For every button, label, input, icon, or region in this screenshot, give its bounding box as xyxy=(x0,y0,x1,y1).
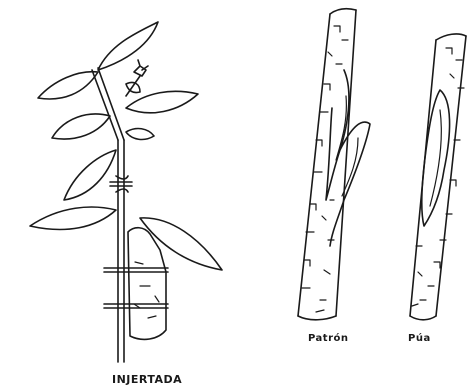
patron-label: Patrón xyxy=(308,333,349,344)
patron-cleft xyxy=(326,70,370,246)
leaf-lower-left xyxy=(30,207,116,229)
pua-bark xyxy=(412,48,464,306)
flower-bud xyxy=(134,60,148,76)
pua-top xyxy=(436,34,466,40)
tie-top xyxy=(110,182,132,186)
leaf-top-right xyxy=(98,22,158,70)
leaf-lower-right xyxy=(140,218,222,270)
pua-bottom xyxy=(410,316,436,320)
grafted-plant xyxy=(30,22,222,362)
pua-scion xyxy=(410,34,466,320)
leaf-small-2 xyxy=(126,129,154,140)
bottom-caption: INJERTADA xyxy=(112,373,182,385)
rootstock-bark xyxy=(134,262,159,318)
leaf-upper-left xyxy=(52,114,110,139)
pua-wedge xyxy=(422,90,450,226)
patron-bark xyxy=(302,26,348,312)
pua-label: Púa xyxy=(408,333,431,344)
patron-stock xyxy=(298,9,370,320)
patron-top xyxy=(330,9,356,14)
leaf-upper-right xyxy=(126,91,198,112)
tie-middle xyxy=(104,268,168,272)
leaf-top-left xyxy=(38,72,98,99)
pua-outline-right xyxy=(436,36,466,316)
upper-branch-2 xyxy=(98,68,124,140)
patron-bottom xyxy=(298,316,336,320)
rootstock-block xyxy=(128,228,166,340)
patron-outline-right xyxy=(336,10,356,316)
leaf-mid-left xyxy=(64,150,116,200)
leaf-small-1 xyxy=(126,82,140,92)
